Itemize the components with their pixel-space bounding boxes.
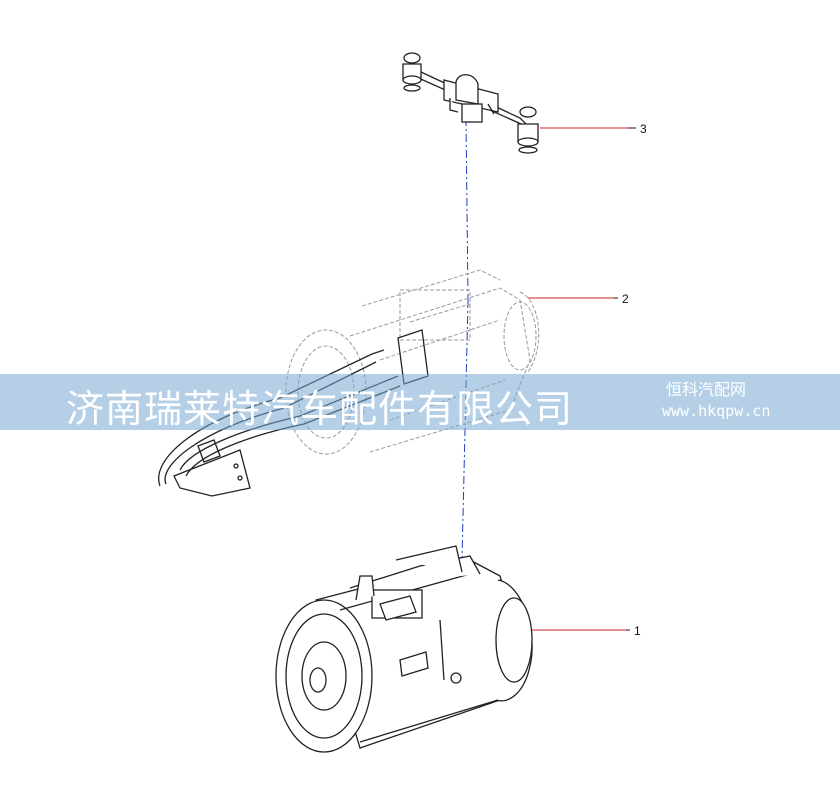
part-3-mounting-bracket: [402, 52, 539, 154]
callout-label-2: 2: [622, 292, 629, 306]
watermark-site-name: 恒科汽配网: [666, 380, 747, 399]
callout-label-1: 1: [634, 624, 641, 638]
callout-label-3: 3: [640, 122, 647, 136]
part-1-transmission: [275, 545, 533, 753]
watermark-company-name: 济南瑞莱特汽车配件有限公司: [66, 387, 574, 431]
callout-leaders: [528, 127, 628, 631]
callout-ticks: [614, 127, 636, 631]
watermark-url: www.hkqpw.cn: [662, 402, 771, 420]
watermark-banner: [0, 374, 840, 430]
assembly-axis: [461, 117, 469, 561]
